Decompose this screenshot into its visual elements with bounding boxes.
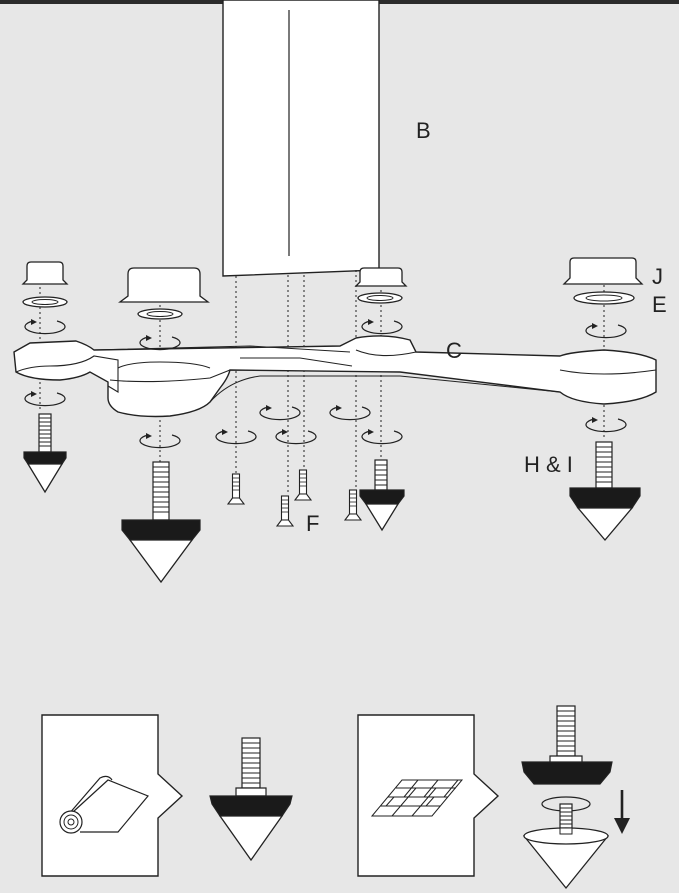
- label-f: F: [306, 511, 320, 536]
- washer-center-right: [357, 292, 403, 304]
- cap-left: [22, 261, 68, 285]
- label-b: B: [416, 118, 431, 143]
- spike-exploded: [521, 705, 613, 890]
- down-arrow-icon: [614, 790, 630, 834]
- floor-tiles-icon: [370, 779, 464, 817]
- spike-left: [23, 413, 67, 494]
- screw-3: [294, 469, 312, 501]
- screw-2: [276, 495, 294, 527]
- label-e: E: [652, 292, 667, 317]
- speaker-column: [222, 0, 380, 277]
- floor-panel: [357, 714, 500, 877]
- label-h-and-i: H & I: [524, 452, 573, 477]
- screw-1: [227, 473, 245, 505]
- screw-4: [344, 489, 362, 521]
- cap-right-j: [562, 257, 644, 285]
- carpet-panel: [41, 714, 184, 877]
- cap-center-right: [354, 267, 408, 287]
- base-plate: [13, 335, 657, 418]
- label-c: C: [446, 338, 462, 363]
- cap-left-center: [118, 267, 210, 303]
- spike-assembled: [209, 737, 293, 862]
- washer-right-e: [573, 291, 635, 305]
- spike-center-right: [359, 459, 405, 532]
- washer-left: [22, 296, 68, 308]
- label-j: J: [652, 264, 663, 289]
- carpet-roll-icon: [59, 775, 149, 834]
- spike-right: [569, 441, 641, 542]
- spike-left-center: [121, 461, 201, 584]
- washer-left-center: [137, 308, 183, 320]
